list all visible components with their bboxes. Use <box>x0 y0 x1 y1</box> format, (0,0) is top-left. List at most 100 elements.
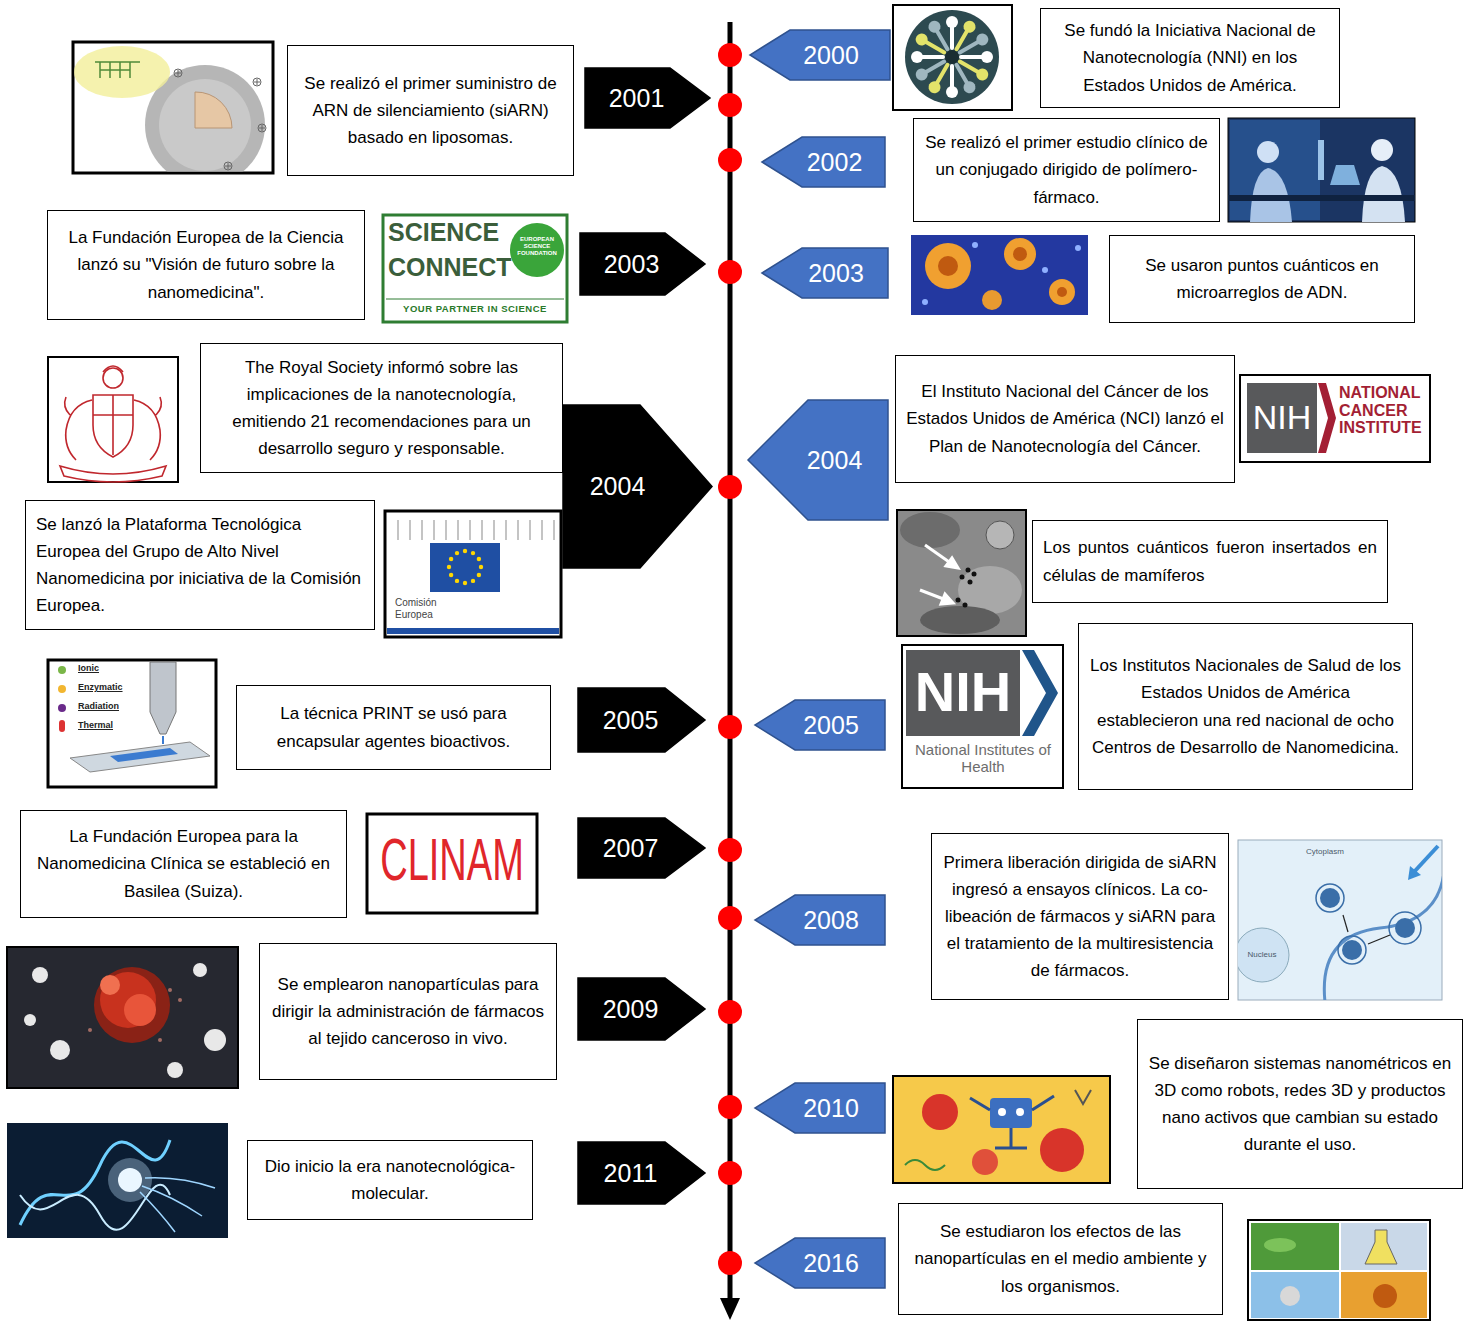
micrograph-picture <box>897 510 1026 636</box>
nni-logo <box>981 51 993 63</box>
nni-logo <box>945 50 959 64</box>
quantum-dot-picture <box>1075 245 1081 251</box>
event-box: The Royal Society informó sobre las impl… <box>200 343 563 473</box>
arrow-shape <box>762 248 888 298</box>
molecular-era-picture <box>140 1178 215 1232</box>
nni-logo <box>957 56 991 82</box>
event-text: La técnica PRINT se usó para encapsular … <box>247 700 540 754</box>
micrograph-picture <box>900 512 1022 634</box>
logo-text: NIH <box>1247 399 1317 436</box>
year-arrow: 2011 <box>578 1142 705 1204</box>
royal-society-crest <box>60 366 166 482</box>
arrow-shape <box>578 688 705 752</box>
micrograph-picture <box>972 572 977 577</box>
nni-logo <box>911 51 943 63</box>
year-arrow: 2009 <box>578 978 705 1040</box>
european-commission-logo <box>493 520 495 540</box>
environment-collage <box>1248 1220 1430 1320</box>
timeline-axis <box>720 22 740 1320</box>
liposome-picture <box>253 78 261 86</box>
nanoparticle-picture <box>100 972 156 1028</box>
nni-logo <box>911 16 993 98</box>
environment-collage <box>1365 1230 1397 1264</box>
nni-logo <box>974 66 990 82</box>
european-commission-logo <box>463 581 467 585</box>
environment-collage <box>1251 1272 1339 1318</box>
micrograph-picture <box>920 606 1000 634</box>
nni-logo <box>926 42 944 53</box>
sirna-cell-picture <box>1342 940 1362 960</box>
science-connect-logo <box>383 215 567 322</box>
european-commission-logo <box>529 520 531 540</box>
year-label: 2009 <box>603 997 659 1022</box>
year-dot <box>718 475 742 499</box>
year-arrow: 2002 <box>762 137 885 187</box>
event-box: Se diseñaron sistemas nanométricos en 3D… <box>1137 1019 1463 1189</box>
liposome-picture <box>254 79 260 85</box>
year-dot <box>718 1251 742 1275</box>
nanorobot-picture <box>990 1098 1032 1128</box>
european-commission-logo <box>398 520 554 540</box>
event-text: Los puntos cuánticos fueron insertados e… <box>1043 534 1377 588</box>
sirna-cell-picture <box>1238 928 1289 982</box>
environment-collage <box>1251 1223 1339 1270</box>
nanorobot-picture <box>1075 1090 1091 1104</box>
liposome-picture <box>175 70 181 76</box>
event-text: Los Institutos Nacionales de Salud de lo… <box>1089 652 1402 761</box>
european-commission-logo <box>455 579 459 583</box>
year-label: 2007 <box>603 836 659 861</box>
royal-society-crest <box>65 397 92 460</box>
year-label: 2002 <box>807 150 863 175</box>
royal-society-crest <box>60 466 166 482</box>
sirna-cell-picture <box>1389 912 1421 944</box>
science-connect-logo <box>510 223 564 277</box>
nanorobot-picture <box>893 1076 1110 1183</box>
event-text: Se fundó la Iniciativa Nacional de Nanot… <box>1051 17 1329 99</box>
nanoparticle-picture <box>94 967 170 1043</box>
print-technique-picture <box>110 748 178 762</box>
logo-text: Ionic <box>78 663 138 674</box>
lab-photo <box>1257 141 1279 163</box>
year-label: 2004 <box>807 448 863 473</box>
nni-logo <box>926 18 942 34</box>
micrograph-picture <box>968 580 973 585</box>
event-box: El Instituto Nacional del Cáncer de los … <box>895 355 1235 483</box>
nci-logo <box>1240 375 1430 462</box>
print-technique-picture <box>58 704 66 712</box>
year-dot <box>718 43 742 1275</box>
environment-collage <box>1373 1284 1397 1308</box>
nni-logo <box>946 86 958 98</box>
arrow-shape <box>755 1083 885 1133</box>
sirna-cell-picture <box>1320 888 1340 908</box>
arrow-shape <box>748 400 888 520</box>
year-label: 2000 <box>803 43 859 68</box>
year-label: 2001 <box>609 86 665 111</box>
print-technique-picture <box>48 660 216 787</box>
lab-photo <box>1228 118 1415 222</box>
liposome-picture <box>195 92 232 128</box>
event-text: Se usaron puntos cuánticos en microarreg… <box>1120 252 1404 306</box>
year-dot <box>718 1000 742 1024</box>
logo-text: National Institutes of Health <box>903 741 1063 776</box>
nci-logo <box>1240 375 1430 462</box>
european-commission-logo <box>449 557 453 561</box>
logo-text: CLINAM <box>372 830 532 889</box>
sirna-cell-picture <box>1316 884 1421 964</box>
logo-text: Thermal <box>78 720 138 731</box>
arrow-shape <box>755 1238 885 1288</box>
sirna-cell-picture <box>1343 915 1348 932</box>
event-box: La Fundación Europea de la Ciencia lanzó… <box>47 210 365 320</box>
year-label: 2004 <box>590 474 646 499</box>
year-arrow: 2010 <box>755 1083 885 1133</box>
royal-society-crest <box>103 366 123 372</box>
european-commission-logo <box>471 579 475 583</box>
print-technique-picture <box>58 666 66 674</box>
nni-logo <box>911 51 923 63</box>
molecular-era-picture <box>108 1158 152 1202</box>
nanoparticle-picture <box>7 947 238 1088</box>
event-text: La Fundación Europea de la Ciencia lanzó… <box>58 224 354 306</box>
nanorobot-picture <box>970 1096 1054 1148</box>
clinam-logo <box>367 814 537 913</box>
nni-logo <box>913 31 929 47</box>
